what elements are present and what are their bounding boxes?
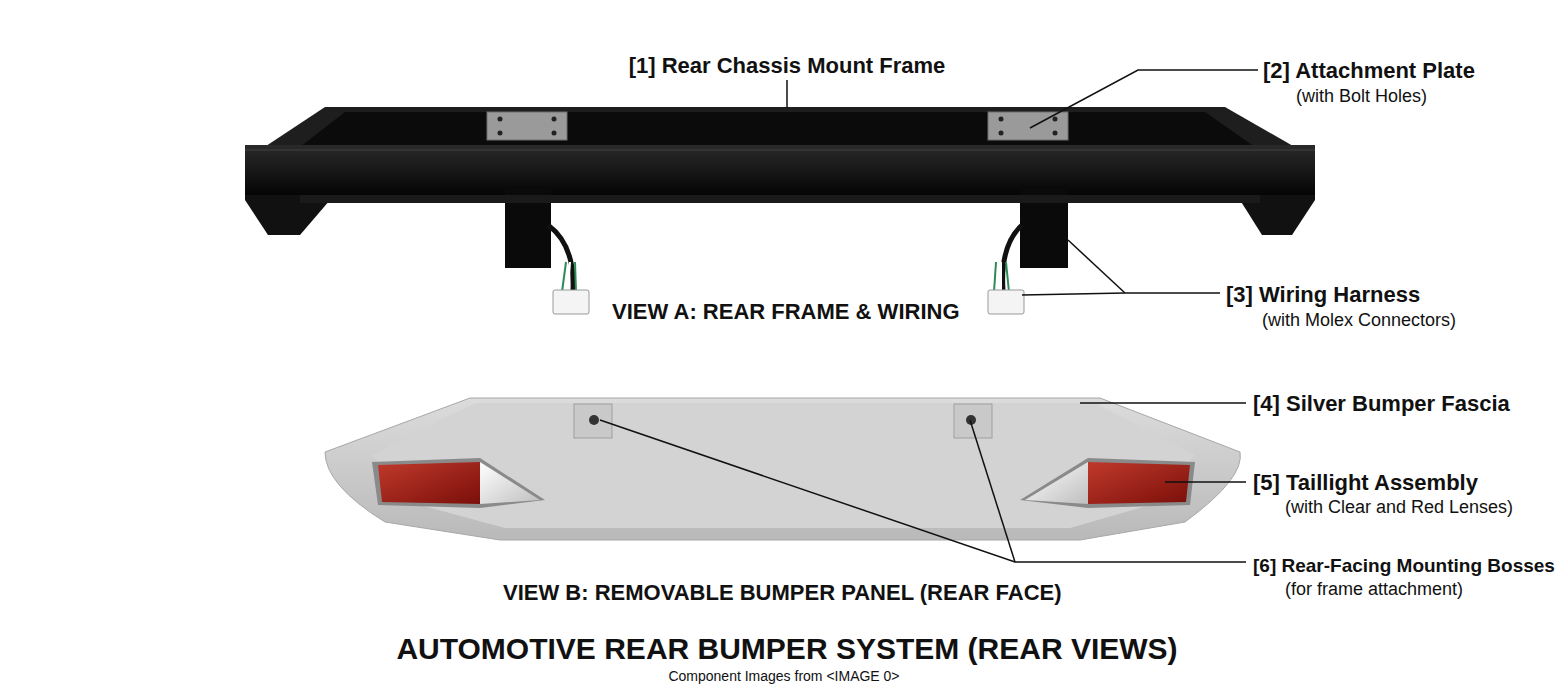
callout-note: (with Clear and Red Lenses) [1285,497,1513,518]
leader-lines [600,70,1258,562]
bolt-hole [1053,117,1058,122]
bolt-hole [552,117,557,122]
leader-line [970,420,1015,562]
wire [1000,262,1002,292]
wire [994,262,996,292]
view-heading: VIEW B: REMOVABLE BUMPER PANEL (REAR FAC… [503,580,1062,605]
taillight-housing [1020,458,1195,508]
bolt-hole [498,131,503,136]
taillight-clear-lens [1025,462,1088,504]
view-heading: VIEW A: REAR FRAME & WIRING [612,299,960,324]
wire [575,262,576,292]
frame-edge [245,149,1315,151]
bolt-hole [999,131,1004,136]
taillight-clear-lens [480,462,540,504]
molex-connector [553,290,589,314]
frame-lower-lip [300,195,1260,203]
bolt-hole [498,117,503,122]
callout-label: [2] Attachment Plate [1263,58,1475,83]
bolt-hole [999,117,1004,122]
fascia-face [372,403,1195,528]
callout-label: [5] Taillight Assembly [1253,470,1478,495]
boss-hole [589,415,599,425]
wire [1006,262,1009,292]
leader-line [600,420,1246,562]
bumper-fascia [325,398,1240,540]
bolt-hole [552,131,557,136]
callout-note: (for frame attachment) [1285,579,1463,600]
callout-label: [3] Wiring Harness [1226,282,1420,307]
taillight-red-lens [1088,462,1190,504]
wire [1003,225,1022,290]
attachment-plate [988,112,1068,140]
callout-label: [6] Rear-Facing Mounting Bosses [1253,555,1555,577]
frame-top-inset [300,112,1255,147]
fascia-shell [325,398,1240,540]
leader-line [1080,402,1246,404]
bolt-hole [1053,131,1058,136]
chassis-frame [245,107,1315,268]
frame-beam [245,145,1315,195]
callout-note: (with Molex Connectors) [1262,310,1456,331]
callout-label: [1] Rear Chassis Mount Frame [629,53,946,78]
leader-line [1165,481,1246,483]
molex-connector [988,290,1024,314]
diagram-title: AUTOMOTIVE REAR BUMPER SYSTEM (REAR VIEW… [396,632,1177,667]
mounting-boss [574,404,612,438]
leader-line [1022,293,1220,295]
wire [568,262,570,292]
leader-line [786,80,788,108]
wiring-harness [548,225,1022,292]
leader-line [1068,240,1125,293]
attachment-plate [487,112,567,140]
taillight-red-lens [378,462,480,504]
frame-top [260,107,1300,150]
callout-label: [4] Silver Bumper Fascia [1253,391,1510,416]
taillight-housing [372,458,545,508]
wire [562,262,566,292]
leader-line [1030,70,1258,128]
mounting-boss [954,404,992,438]
callout-note: (with Bolt Holes) [1296,86,1427,107]
diagram-caption: Component Images from <IMAGE 0> [668,668,899,684]
